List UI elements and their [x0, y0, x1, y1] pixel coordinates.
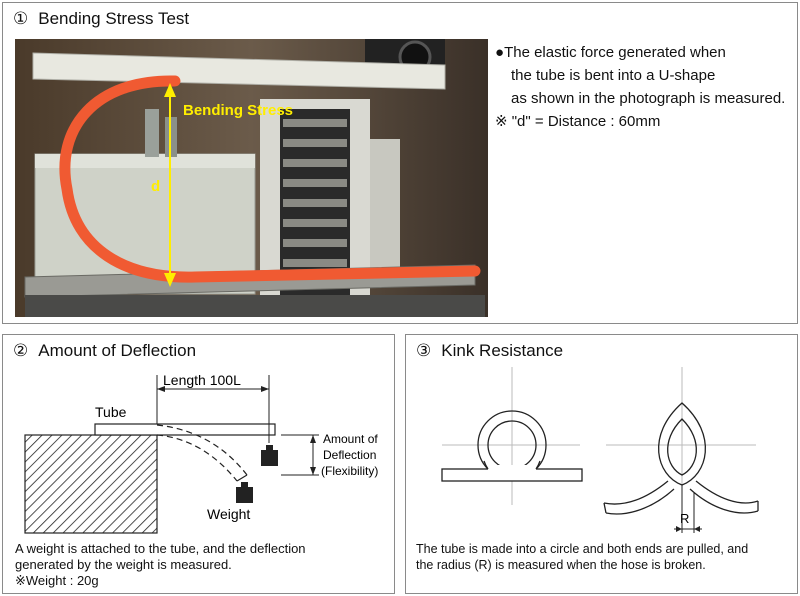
caption-line: the radius (R) is measured when the hose…: [416, 557, 748, 573]
bending-stress-title: ① Bending Stress Test: [13, 9, 189, 29]
bullet-icon: ●: [495, 44, 504, 61]
panel-title-text: Bending Stress Test: [38, 9, 189, 28]
tube-label: Tube: [95, 404, 127, 420]
kink-diagram: R: [406, 335, 799, 540]
bending-stress-label: Bending Stress: [183, 102, 293, 119]
length-label: Length 100L: [163, 372, 241, 388]
weight-icon: [241, 482, 248, 487]
distance-d-label: d: [151, 178, 160, 195]
caption-line: A weight is attached to the tube, and th…: [15, 541, 306, 557]
weight-label: Weight: [207, 506, 250, 522]
bending-test-photo: Bending Stress d: [15, 39, 488, 317]
distance-note: ※ "d" = Distance : 60mm: [495, 110, 785, 133]
deflection-caption: A weight is attached to the tube, and th…: [15, 541, 306, 589]
panel-number: ①: [13, 9, 28, 29]
desc-line: as shown in the photograph is measured.: [495, 87, 785, 110]
deflection-label: Amount of: [323, 432, 378, 446]
desc-line: The elastic force generated when: [504, 44, 726, 61]
kink-caption: The tube is made into a circle and both …: [416, 541, 748, 573]
caption-line: The tube is made into a circle and both …: [416, 541, 748, 557]
desc-line: the tube is bent into a U-shape: [495, 64, 785, 87]
deflection-label: Deflection: [323, 448, 376, 462]
deflection-diagram: Tube Length 100L Weight Amount of Deflec…: [3, 335, 396, 535]
caption-line: generated by the weight is measured.: [15, 557, 306, 573]
deflection-label: (Flexibility): [321, 464, 378, 478]
bending-stress-description: ●The elastic force generated when the tu…: [495, 41, 785, 133]
bending-stress-panel: ① Bending Stress Test: [2, 2, 798, 324]
weight-note: ※Weight : 20g: [15, 573, 306, 589]
radius-label: R: [680, 511, 689, 526]
weight-icon: [266, 445, 273, 450]
